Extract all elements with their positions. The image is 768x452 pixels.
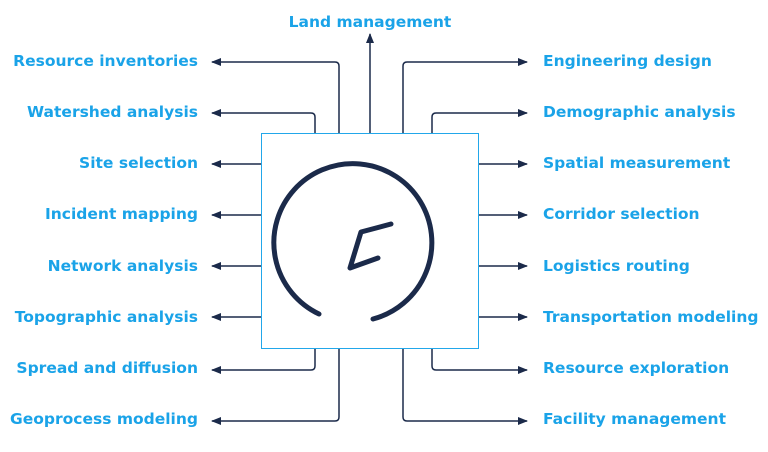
left-label: Spread and diffusion	[16, 359, 198, 377]
right-label: Engineering design	[543, 52, 712, 70]
right-label: Demographic analysis	[543, 103, 736, 121]
left-label: Resource inventories	[13, 52, 198, 70]
left-label: Site selection	[79, 154, 198, 172]
right-label: Logistics routing	[543, 257, 690, 275]
right-label: Facility management	[543, 410, 726, 428]
central-hub-box	[261, 133, 479, 349]
left-label: Incident mapping	[45, 205, 198, 223]
connector-arrow	[211, 349, 316, 374]
right-label: Resource exploration	[543, 359, 730, 377]
right-label: Spatial measurement	[543, 154, 731, 172]
connector-arrow	[211, 58, 340, 133]
connector-arrow	[211, 349, 340, 425]
left-label: Topographic analysis	[14, 308, 198, 326]
right-label: Transportation modeling	[543, 308, 759, 326]
connector-arrow	[402, 58, 528, 133]
gis-logo-icon	[271, 161, 435, 322]
left-label: Geoprocess modeling	[10, 410, 198, 428]
connector-arrow	[402, 349, 528, 425]
top-label: Land management	[288, 13, 452, 31]
connector-arrow	[211, 109, 316, 133]
connector-arrow	[431, 109, 528, 133]
left-label: Watershed analysis	[27, 103, 198, 121]
left-label: Network analysis	[47, 257, 198, 275]
connector-arrow	[431, 349, 528, 374]
right-label: Corridor selection	[543, 205, 700, 223]
